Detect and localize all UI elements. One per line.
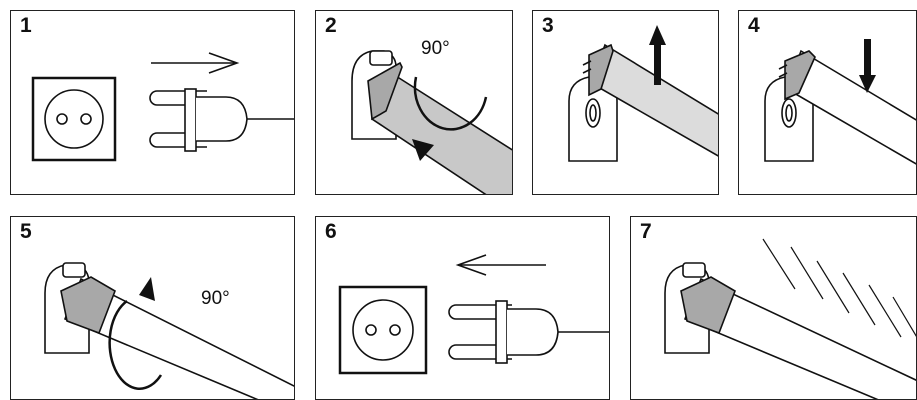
plug-in-illustration <box>338 254 609 375</box>
step-number: 5 <box>20 220 32 243</box>
rotate-lock-illustration <box>44 262 294 399</box>
insert-tube-illustration <box>764 39 916 165</box>
rotation-arrow-icon <box>413 76 488 131</box>
rotation-arrowhead-icon <box>139 277 155 301</box>
plug-icon <box>149 88 294 152</box>
step-2-panel: 2 90° <box>315 10 513 195</box>
arrow-down-icon <box>859 39 876 93</box>
step-7-panel: 7 <box>630 216 917 400</box>
fluorescent-tube-icon <box>367 61 512 194</box>
rotation-arrowhead-icon <box>412 139 434 161</box>
wall-socket-icon <box>338 285 428 375</box>
fluorescent-tube-icon <box>582 43 718 157</box>
arrow-up-icon <box>649 25 666 85</box>
tube-lit-illustration <box>664 238 916 399</box>
rotation-arrow-icon <box>108 299 163 390</box>
step-6-panel: 6 <box>315 216 610 400</box>
step-4-panel: 4 <box>738 10 917 195</box>
rotation-angle-label: 90° <box>201 288 230 309</box>
wall-socket-icon <box>31 76 117 162</box>
fluorescent-tube-icon <box>778 49 916 165</box>
plug-icon <box>448 300 609 364</box>
step-number: 4 <box>748 14 760 37</box>
light-rays-icon <box>762 238 916 338</box>
step-5-panel: 5 90° <box>10 216 295 400</box>
step-1-panel: 1 <box>10 10 295 195</box>
rotate-tube-illustration <box>351 50 512 194</box>
rotation-angle-label: 90° <box>421 38 450 59</box>
arrow-right-icon <box>151 52 240 74</box>
step-number: 6 <box>325 220 337 243</box>
unplug-illustration <box>31 52 294 162</box>
fluorescent-tube-icon <box>60 276 294 399</box>
fluorescent-tube-icon <box>680 276 916 399</box>
lift-tube-illustration <box>568 25 718 162</box>
step-number: 1 <box>20 14 32 37</box>
step-number: 3 <box>542 14 554 37</box>
step-number: 7 <box>640 220 652 243</box>
step-3-panel: 3 <box>532 10 719 195</box>
step-number: 2 <box>325 14 337 37</box>
arrow-left-icon <box>455 254 546 276</box>
